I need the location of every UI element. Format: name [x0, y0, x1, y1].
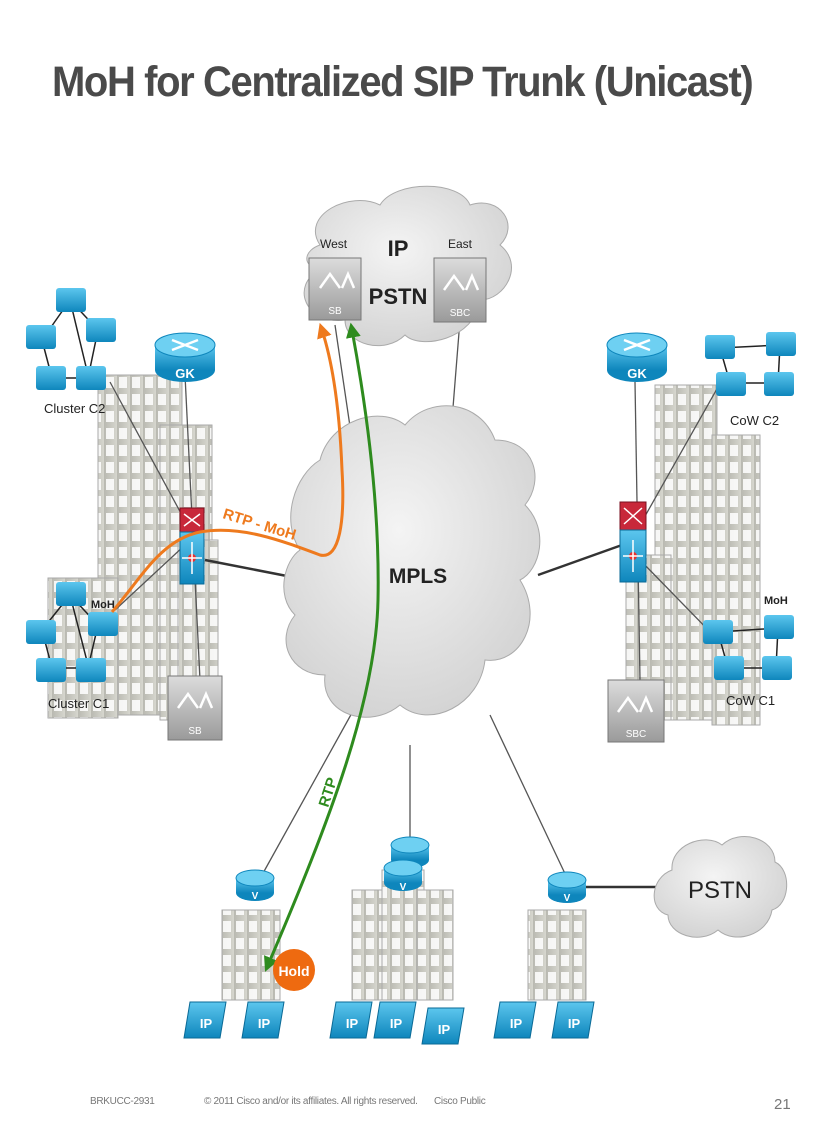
ip-phone-glyph: IP	[258, 1016, 271, 1031]
ip-phone-glyph: IP	[510, 1016, 523, 1031]
moh-server-icon	[88, 612, 118, 636]
west-sbc: West SB	[308, 237, 362, 321]
footer-copyright: © 2011 Cisco and/or its affiliates. All …	[204, 1096, 418, 1107]
footer-classification: Cisco Public	[434, 1096, 486, 1107]
cow-c1: MoH CoW C1	[703, 595, 794, 708]
server-icon	[762, 656, 792, 680]
server-icon	[56, 582, 86, 606]
router-arrows-icon	[171, 338, 199, 352]
voice-router-glyph: V	[400, 882, 407, 893]
sbc-arrows-icon	[176, 690, 214, 709]
pstn-cloud: PSTN	[653, 836, 788, 938]
router-arrows-icon	[623, 338, 651, 352]
cluster-c2: Cluster C2	[26, 288, 116, 416]
ip-phone-icon: IP	[421, 1007, 465, 1045]
ip-phones: IP IP IP IP IP IP IP	[183, 1001, 595, 1045]
server-icon	[766, 332, 796, 356]
ip-phone-glyph: IP	[200, 1016, 213, 1031]
server-icon	[764, 372, 794, 396]
server-icon	[36, 658, 66, 682]
east-sbc-device-label: SBC	[450, 308, 471, 319]
mpls-cloud: MPLS	[283, 405, 541, 718]
ip-phone-glyph: IP	[568, 1016, 581, 1031]
ip-phone-icon: IP	[493, 1001, 537, 1039]
ip-phone-glyph: IP	[346, 1016, 359, 1031]
ip-phone-icon: IP	[551, 1001, 595, 1039]
server-icon	[26, 325, 56, 349]
left-site-sbc: SB	[167, 675, 223, 741]
cluster-c2-label: Cluster C2	[44, 401, 105, 416]
cow-c2-label: CoW C2	[730, 413, 779, 428]
server-icon	[716, 372, 746, 396]
sbc-arrows-icon	[442, 272, 480, 291]
ip-phone-icon: IP	[373, 1001, 417, 1039]
server-icon	[56, 288, 86, 312]
voice-router-glyph: V	[564, 893, 571, 904]
right-gk-label: GK	[627, 366, 647, 381]
left-sbc-device-label: SB	[188, 726, 202, 737]
right-gatekeeper: GK	[606, 332, 668, 382]
right-sbc-device-label: SBC	[626, 729, 647, 740]
voice-router-glyph: V	[252, 891, 259, 902]
east-sbc: East SBC	[433, 237, 487, 323]
west-sbc-device-label: SB	[328, 306, 342, 317]
east-label: East	[448, 237, 473, 251]
ip-phone-glyph: IP	[390, 1016, 403, 1031]
page-number: 21	[774, 1096, 791, 1113]
left-gk-label: GK	[175, 366, 195, 381]
ip-phone-icon: IP	[241, 1001, 285, 1039]
mpls-label: MPLS	[389, 565, 447, 588]
branch-router-3: V	[547, 871, 587, 904]
cow-c2: CoW C2	[705, 332, 796, 428]
left-moh-label: MoH	[91, 599, 115, 611]
slide-title: MoH for Centralized SIP Trunk (Unicast)	[52, 58, 754, 106]
server-icon	[76, 658, 106, 682]
hold-label: Hold	[278, 963, 309, 979]
cow-c1-label: CoW C1	[726, 693, 775, 708]
sbc-arrows-icon	[616, 694, 654, 713]
ip-phone-icon: IP	[329, 1001, 373, 1039]
pstn-label: PSTN	[688, 877, 752, 904]
rtp-moh-label: RTP - MoH	[221, 506, 298, 544]
footer-session-id: BRKUCC-2931	[90, 1096, 155, 1107]
ip-phone-icon: IP	[183, 1001, 227, 1039]
cluster-c1: MoH Cluster C1	[26, 582, 118, 711]
branch-router-2: V	[383, 836, 430, 893]
server-icon	[705, 335, 735, 359]
rtp-label: RTP	[316, 775, 341, 809]
west-label: West	[320, 237, 348, 251]
server-icon	[26, 620, 56, 644]
right-moh-label: MoH	[764, 595, 788, 607]
left-firewall-switch	[179, 507, 205, 585]
server-icon	[86, 318, 116, 342]
server-icon	[703, 620, 733, 644]
firewall-icon	[619, 501, 647, 531]
left-gatekeeper: GK	[154, 332, 216, 382]
ip-phone-glyph: IP	[438, 1022, 451, 1037]
server-icon	[36, 366, 66, 390]
sbc-arrows-icon	[318, 270, 356, 289]
branch-router-1: V	[235, 869, 275, 902]
ip-pstn-label-line2: PSTN	[369, 284, 428, 309]
hold-badge: Hold	[273, 949, 315, 991]
cluster-c1-label: Cluster C1	[48, 696, 109, 711]
moh-server-icon	[764, 615, 794, 639]
ip-pstn-label-line1: IP	[388, 236, 409, 261]
server-icon	[714, 656, 744, 680]
server-icon	[76, 366, 106, 390]
right-site-sbc: SBC	[607, 679, 665, 743]
right-firewall-switch	[619, 501, 647, 583]
